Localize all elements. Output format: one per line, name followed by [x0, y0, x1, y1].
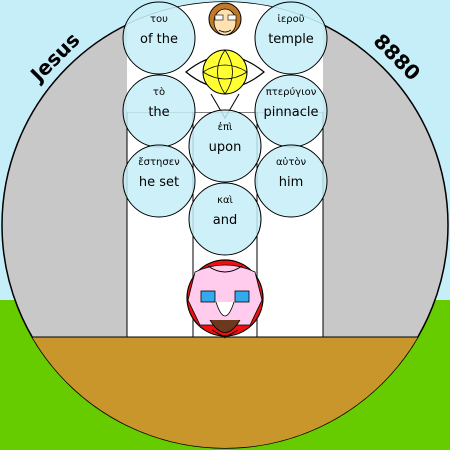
- greek-word: πτερύγιον: [266, 86, 317, 98]
- word-bubble: καὶ and: [188, 182, 262, 256]
- word-bubble-circle: [122, 144, 196, 218]
- greek-word: τὸ: [153, 86, 165, 98]
- word-bubble-circle: [254, 1, 328, 75]
- word-bubble: αὐτὸν him: [254, 144, 328, 218]
- english-word: and: [213, 213, 237, 228]
- word-bubbles: του of the ἱεροῦ temple τὸ the πτερύγιον pinnac…: [122, 1, 328, 256]
- greek-word: αὐτὸν: [276, 156, 307, 168]
- greek-word: του: [150, 14, 168, 25]
- greek-word: ἐπὶ: [218, 121, 233, 133]
- word-bubble-circle: [188, 109, 262, 183]
- english-word: he set: [139, 175, 179, 190]
- english-word: the: [148, 105, 169, 120]
- word-bubble: του of the: [122, 1, 196, 75]
- word-bubble: τὸ the: [122, 74, 196, 148]
- english-word: pinnacle: [263, 105, 318, 120]
- word-bubble: ἱεροῦ temple: [254, 1, 328, 75]
- greek-word: ἔστησεν: [138, 156, 180, 168]
- top-face-icon: [208, 2, 242, 36]
- word-bubble-circle: [122, 1, 196, 75]
- greek-word: ἱεροῦ: [277, 13, 304, 25]
- english-word: of the: [140, 32, 178, 47]
- word-bubble: ἔστησεν he set: [122, 144, 196, 218]
- word-bubble: ἐπὶ upon: [188, 109, 262, 183]
- word-bubble: πτερύγιον pinnacle: [254, 74, 328, 148]
- english-word: upon: [209, 140, 242, 155]
- english-word: temple: [268, 32, 314, 47]
- word-bubble-circle: [254, 144, 328, 218]
- word-bubble-circle: [188, 182, 262, 256]
- halo-flower-icon: [185, 49, 265, 119]
- english-word: him: [279, 175, 304, 190]
- bottom-face-icon: [186, 259, 264, 339]
- greek-word: καὶ: [217, 194, 233, 206]
